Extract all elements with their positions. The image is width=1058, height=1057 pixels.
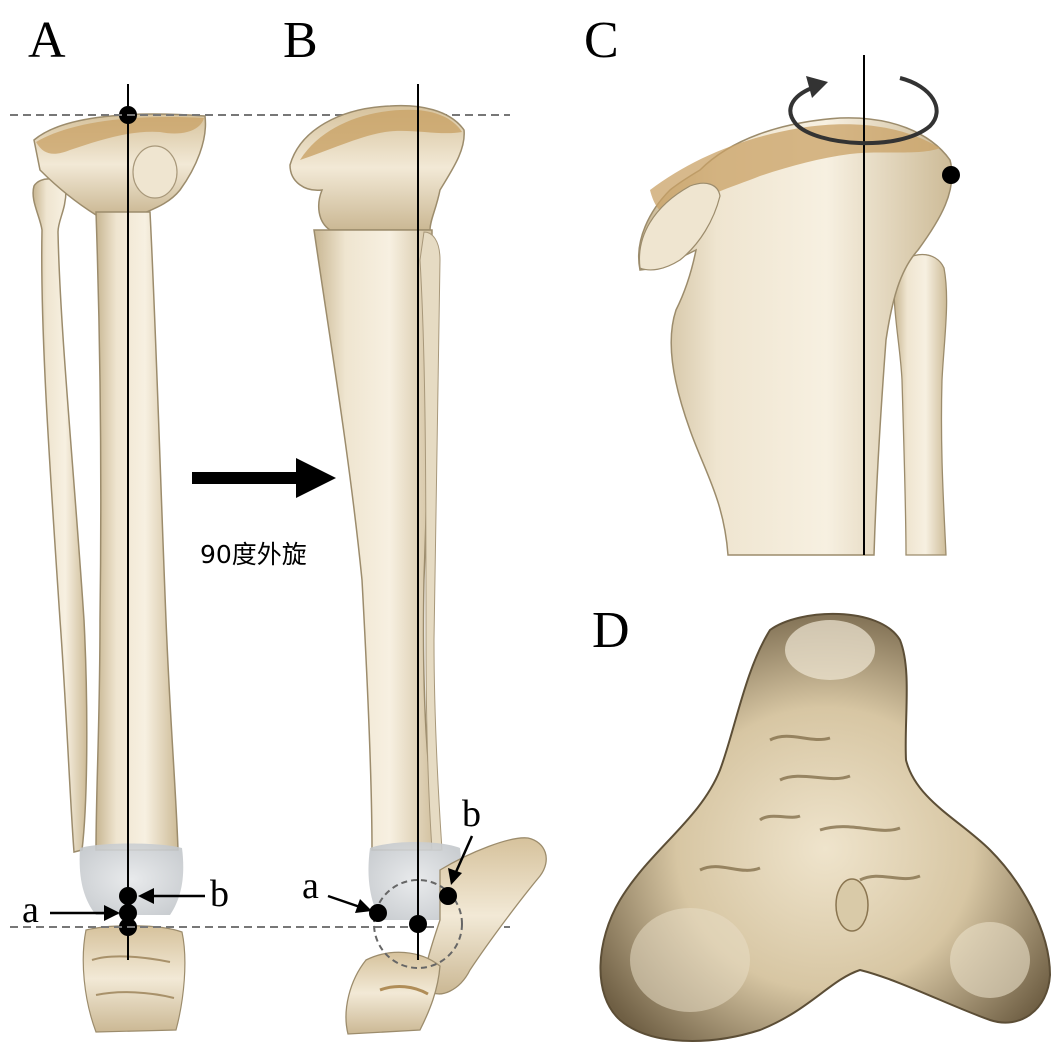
panel-label-b: B bbox=[283, 12, 318, 69]
fibula-c bbox=[894, 255, 946, 556]
rotate-arrow-head bbox=[806, 76, 828, 98]
surface-highlight-d bbox=[785, 620, 875, 680]
right-arrow-icon-head bbox=[296, 458, 336, 498]
rotation-indicator: 90度外旋 bbox=[192, 458, 336, 569]
surface-highlight-right-d bbox=[950, 922, 1030, 998]
landmark-center-b bbox=[409, 915, 427, 933]
label-point-a-panel-a: a bbox=[22, 889, 39, 931]
label-point-b-panel-b: b bbox=[462, 793, 481, 835]
landmark-c bbox=[942, 166, 960, 184]
arrow-a-line-panel-b bbox=[328, 896, 360, 907]
arrow-a-head-panel-b bbox=[355, 899, 372, 913]
fibula-a bbox=[33, 179, 87, 852]
landmark-b-a bbox=[119, 887, 137, 905]
foot-bones-a bbox=[83, 926, 185, 1032]
surface-highlight-left-d bbox=[630, 908, 750, 1012]
panel-d: D bbox=[592, 602, 1050, 1041]
landmark-b-b bbox=[439, 887, 457, 905]
tibial-tuberosity-a bbox=[133, 146, 177, 198]
landmark-a-b bbox=[369, 904, 387, 922]
panel-label-c: C bbox=[584, 12, 619, 69]
label-point-a-panel-b: a bbox=[302, 865, 319, 907]
panel-label-a: A bbox=[28, 12, 66, 69]
surface-knob-d bbox=[836, 879, 868, 931]
rotation-caption: 90度外旋 bbox=[200, 540, 307, 569]
tibia-shaft-a bbox=[96, 212, 178, 850]
panel-a: A a b bbox=[22, 12, 229, 1032]
panel-b: B a b bbox=[283, 12, 546, 1034]
tibia-shaft-b bbox=[314, 230, 440, 850]
panel-c: C bbox=[584, 12, 960, 555]
panel-label-d: D bbox=[592, 602, 630, 659]
label-point-b-panel-a: b bbox=[210, 873, 229, 915]
